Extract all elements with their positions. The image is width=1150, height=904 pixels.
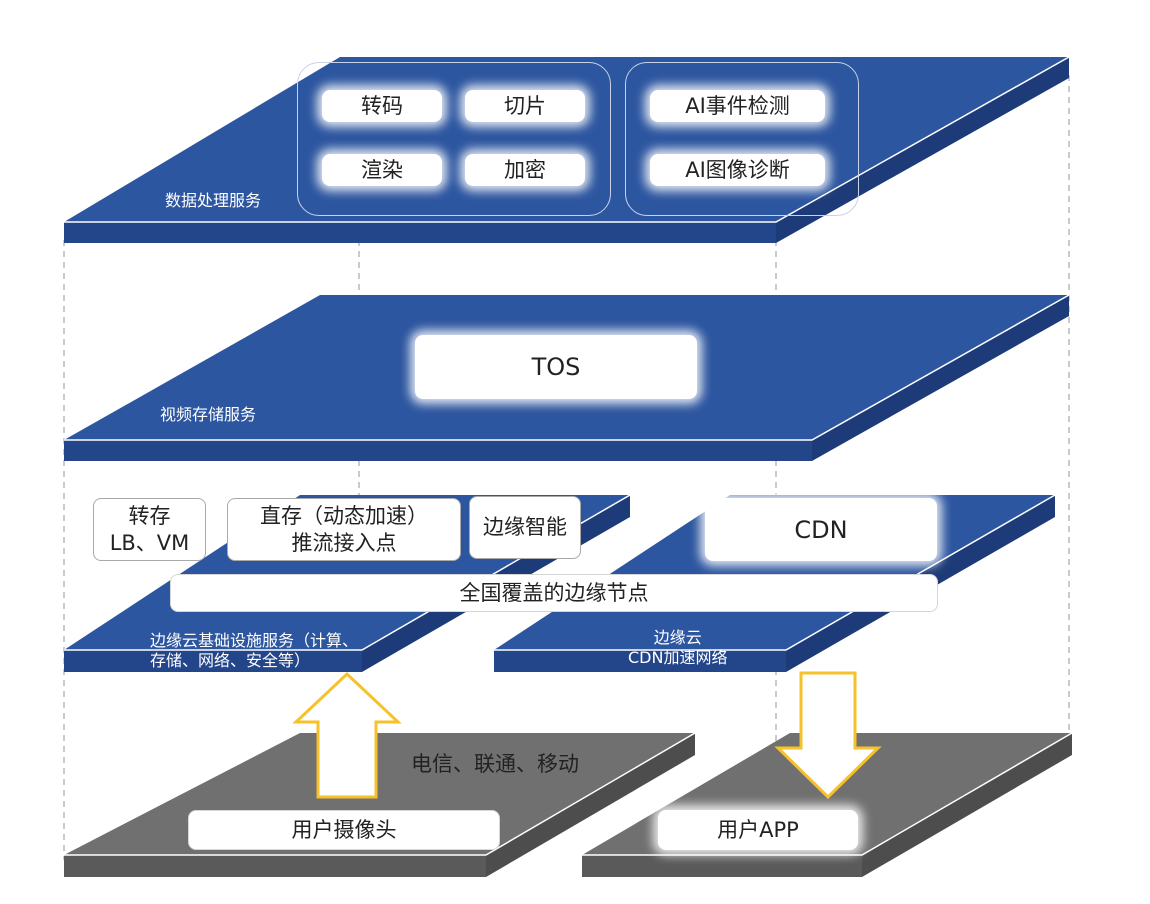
transcode-box[interactable]: 转码 <box>322 90 442 122</box>
edge-left-label: 边缘云基础设施服务（计算、 存储、网络、安全等） <box>150 631 359 670</box>
storage-layer-label: 视频存储服务 <box>160 405 257 424</box>
encrypt-box[interactable]: 加密 <box>465 154 585 186</box>
edge-intelligence-box[interactable]: 边缘智能 <box>469 496 581 559</box>
download-arrow-icon <box>774 671 882 800</box>
tos-box[interactable]: TOS <box>415 335 697 399</box>
processing-layer-label: 数据处理服务 <box>165 191 262 210</box>
processing-group-left <box>297 62 611 216</box>
processing-group-right <box>625 62 859 216</box>
ai-image-diagnosis-box[interactable]: AI图像诊断 <box>650 154 825 186</box>
upload-arrow-icon <box>292 671 402 799</box>
cdn-box[interactable]: CDN <box>705 498 937 561</box>
user-camera-box[interactable]: 用户摄像头 <box>188 810 500 850</box>
edge-right-label: 边缘云 CDN加速网络 <box>628 628 728 667</box>
slicing-box[interactable]: 切片 <box>465 90 585 122</box>
render-box[interactable]: 渲染 <box>322 154 442 186</box>
edge-nodes-box[interactable]: 全国覆盖的边缘节点 <box>170 574 938 612</box>
user-app-box[interactable]: 用户APP <box>658 810 858 850</box>
ai-event-detection-box[interactable]: AI事件检测 <box>650 90 825 122</box>
relay-storage-box[interactable]: 转存 LB、VM <box>93 498 206 561</box>
direct-storage-box[interactable]: 直存（动态加速） 推流接入点 <box>227 498 461 561</box>
carriers-label: 电信、联通、移动 <box>411 752 579 776</box>
